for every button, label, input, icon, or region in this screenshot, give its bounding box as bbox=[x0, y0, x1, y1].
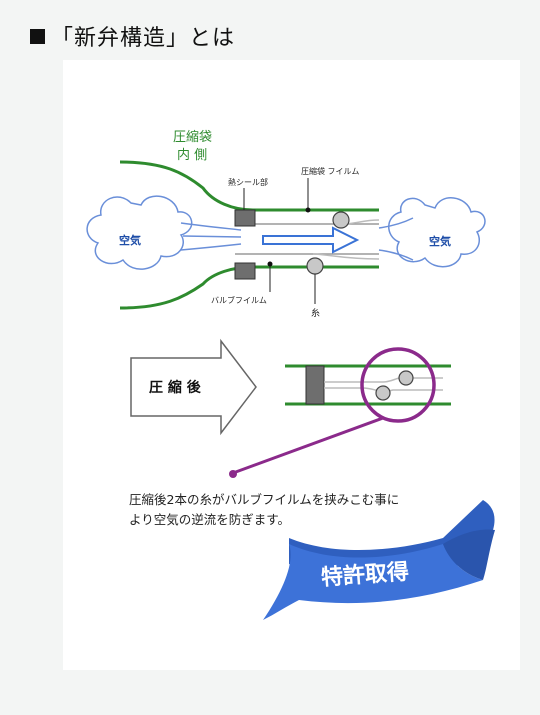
inner-side-label-1: 圧縮袋 bbox=[173, 129, 212, 145]
ribbon-tail bbox=[443, 529, 495, 580]
patent-ribbon-label: 特許取得 bbox=[320, 559, 410, 591]
valve-structure-diagram: 圧縮袋 内 側 空気 空気 熱シール部 圧縮袋 フイルム bbox=[86, 129, 495, 620]
air-cloud-left bbox=[86, 195, 193, 270]
compressed-thread-2 bbox=[375, 385, 391, 401]
zoom-pointer-dot bbox=[229, 470, 237, 478]
caption-line-2: より空気の逆流を防ぎます。 bbox=[129, 512, 290, 527]
air-label-left: 空気 bbox=[119, 233, 141, 247]
air-cloud-right bbox=[388, 197, 486, 268]
valve-film-callout-dot bbox=[267, 261, 273, 267]
heat-seal-label: 熱シール部 bbox=[228, 177, 268, 187]
valve-film-label: バルブフイルム bbox=[211, 295, 267, 305]
heat-seal-top bbox=[234, 209, 256, 227]
thread-label: 糸 bbox=[311, 307, 320, 319]
valve-film-curl-bottom bbox=[312, 253, 380, 260]
zoom-pointer-line bbox=[232, 416, 384, 475]
airflow-arrow bbox=[262, 226, 360, 254]
bullet-square-icon bbox=[30, 29, 45, 44]
caption-line-1: 圧縮後2本の糸がバルブフイルムを挟みこむ事に bbox=[129, 492, 399, 507]
compressed-thread-1 bbox=[398, 370, 414, 386]
airflow-line bbox=[378, 249, 414, 261]
zoom-circle bbox=[360, 347, 436, 423]
thread-top bbox=[332, 211, 350, 229]
airflow-line bbox=[182, 235, 242, 238]
bag-film-label: 圧縮袋 フイルム bbox=[301, 166, 359, 176]
thread-bottom bbox=[306, 257, 324, 275]
patent-ribbon: 特許取得 bbox=[263, 500, 495, 620]
after-compression-label: 圧 縮 後 bbox=[149, 379, 202, 396]
compression-arrow bbox=[130, 338, 257, 436]
diagram-panel: 圧縮袋 内 側 空気 空気 熱シール部 圧縮袋 フイルム bbox=[63, 60, 520, 670]
inner-side-label-2: 内 側 bbox=[177, 147, 207, 163]
airflow-line bbox=[378, 217, 414, 229]
airflow-line bbox=[180, 243, 242, 251]
compressed-heat-seal bbox=[305, 365, 325, 405]
heat-seal-bottom bbox=[234, 262, 256, 280]
air-label-right: 空気 bbox=[429, 234, 451, 248]
section-heading: 「新弁構造」とは bbox=[30, 20, 235, 52]
section-title: 「新弁構造」とは bbox=[51, 26, 236, 51]
bag-outline-top bbox=[119, 160, 379, 212]
bag-film-callout-dot bbox=[305, 207, 311, 213]
airflow-line bbox=[180, 222, 242, 231]
ribbon-front bbox=[263, 544, 483, 620]
compressed-valve-film bbox=[324, 376, 443, 383]
